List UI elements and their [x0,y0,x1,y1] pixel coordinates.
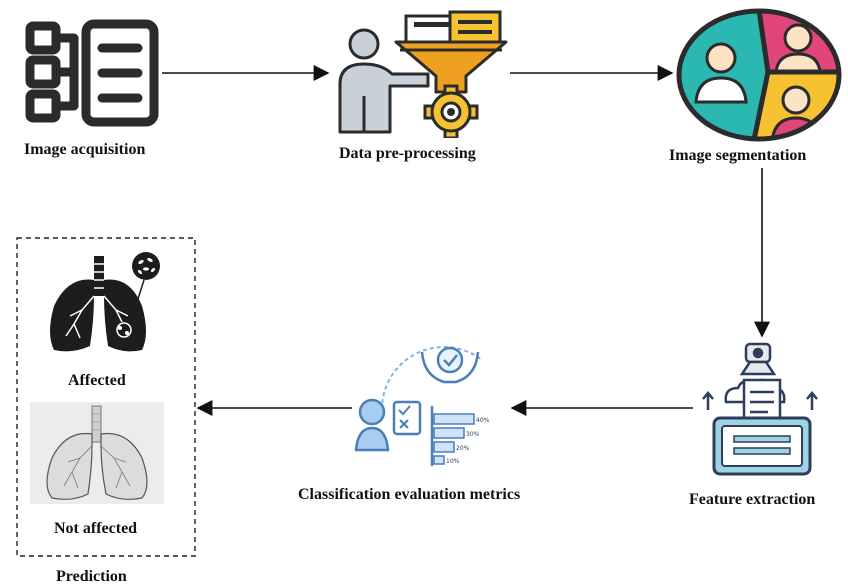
metric-bar-label-2: 30% [466,431,480,438]
metric-bar-1 [433,413,475,425]
prediction-label-affected: Affected [68,372,126,389]
prediction-box [16,237,196,557]
prediction-label-not-affected: Not affected [54,520,138,537]
data-preprocessing-icon [338,10,508,138]
metric-bar-4 [433,455,445,465]
step-label-preprocessing: Data pre-processing [339,145,476,162]
step-label-classification: Classification evaluation metrics [298,486,521,503]
classification-metrics-icon: 40% 30% 20% 10% [354,346,490,466]
metric-bar-label-3: 20% [456,445,470,452]
metric-bar-2 [433,427,465,439]
prediction-title: Prediction [56,568,127,585]
healthy-lungs-image [30,402,164,504]
feature-extraction-icon [702,342,818,476]
metric-bar-3 [433,441,455,453]
affected-lungs-icon [50,252,160,352]
metric-bar-label-4: 10% [446,458,460,465]
image-segmentation-icon [676,8,842,142]
step-label-segmentation: Image segmentation [669,147,807,164]
step-label-feature-extraction: Feature extraction [689,491,816,508]
image-acquisition-icon [25,19,159,127]
step-label-acquisition: Image acquisition [24,141,146,158]
metric-bar-label-1: 40% [476,417,490,424]
